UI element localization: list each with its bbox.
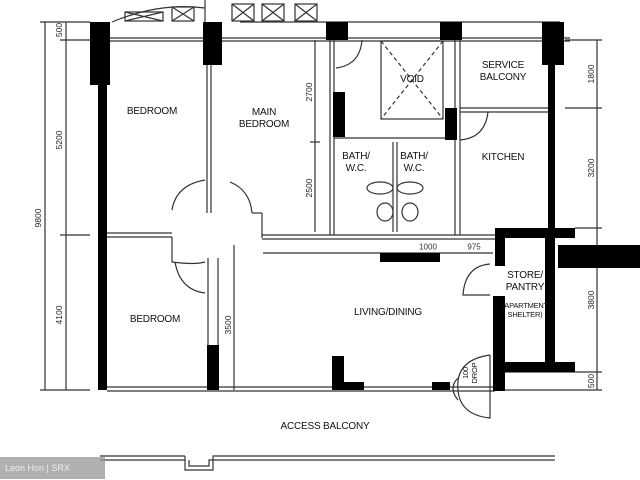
dimension-horizontal-1: 1000 [419, 242, 437, 252]
dimension-left-2: 5200 [54, 130, 64, 150]
dimension-overall: 9800 [33, 208, 43, 228]
dimension-living: 3500 [223, 315, 233, 335]
room-label-living-dining: LIVING/DINING [354, 307, 422, 318]
drop-label: 100 DROP [461, 362, 479, 384]
room-label-access-balcony: ACCESS BALCONY [280, 421, 370, 432]
dimension-horizontal-2: 975 [467, 242, 481, 252]
dimension-main-bedroom-1: 2700 [304, 82, 314, 102]
room-label-bedroom-2: BEDROOM [129, 314, 181, 325]
room-label-bath-1: BATH/ W.C. [342, 151, 370, 174]
dimension-right-1: 1800 [586, 64, 596, 84]
room-label-bath-2: BATH/ W.C. [400, 151, 428, 174]
dimension-left-3: 4100 [54, 305, 64, 325]
dimension-main-bedroom-2: 2500 [304, 178, 314, 198]
room-label-service-balcony: SERVICE BALCONY [479, 60, 527, 83]
thin-walls [40, 0, 602, 471]
room-label-void: VOID [400, 74, 424, 85]
room-label-bedroom: BEDROOM [126, 106, 178, 117]
structural-walls [90, 22, 640, 391]
dimension-right-2: 3200 [586, 158, 596, 178]
room-label-kitchen: KITCHEN [481, 152, 525, 163]
dimension-right-3: 3800 [586, 290, 596, 310]
watermark: Leon Hon | SRX PROPERTY [0, 457, 105, 479]
room-label-main-bedroom: MAIN BEDROOM [238, 107, 290, 130]
dimension-right-4: 500 [586, 373, 596, 389]
room-label-shelter: (APARTMENT SHELTER) [501, 301, 549, 319]
dimension-left-1: 500 [54, 22, 64, 38]
room-label-store: STORE/ PANTRY [505, 270, 545, 293]
